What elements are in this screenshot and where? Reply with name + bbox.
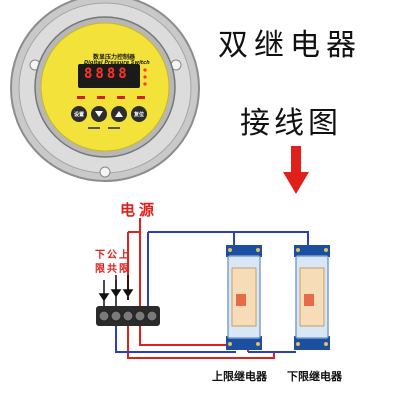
indicator-led	[143, 68, 147, 72]
reset-button-label: 复位	[133, 112, 144, 118]
diagram-title: 双继电器	[218, 28, 362, 63]
relay-upper-label: 上限继电器	[212, 370, 267, 383]
up-arrow-icon	[115, 111, 123, 117]
down-arrow-icon	[95, 111, 103, 117]
arrow-down-icon	[110, 289, 122, 298]
relay-lower	[294, 245, 330, 350]
display-readout: 8888	[84, 66, 130, 82]
set-button-label: 设置	[73, 112, 84, 118]
device-title-cn: 数显压力控制器	[93, 54, 136, 61]
terminal-label-row1: 下公上	[95, 250, 131, 261]
power-label: 电源	[120, 201, 159, 219]
flange-hole-icon	[99, 166, 111, 178]
pressure-switch-device	[10, 0, 200, 182]
arrow-down-icon	[98, 293, 110, 302]
diagram-subtitle: 接线图	[240, 106, 342, 141]
reset-button[interactable]	[131, 106, 147, 122]
blue-wires	[115, 231, 309, 353]
arrow-down-icon	[122, 289, 134, 298]
device-title-en: Digital Pressure Switch	[84, 60, 150, 66]
relay-upper	[226, 245, 262, 350]
terminal-arrows	[98, 275, 134, 302]
digital-display	[78, 64, 140, 88]
terminal-label-row2: 限共限	[95, 264, 131, 275]
indicator-led	[143, 82, 147, 86]
relay-lower-label: 下限继电器	[287, 370, 342, 383]
terminal-block	[96, 306, 160, 326]
set-button[interactable]	[71, 106, 87, 122]
indicator-led	[143, 75, 147, 79]
big-arrow-icon	[283, 146, 309, 194]
